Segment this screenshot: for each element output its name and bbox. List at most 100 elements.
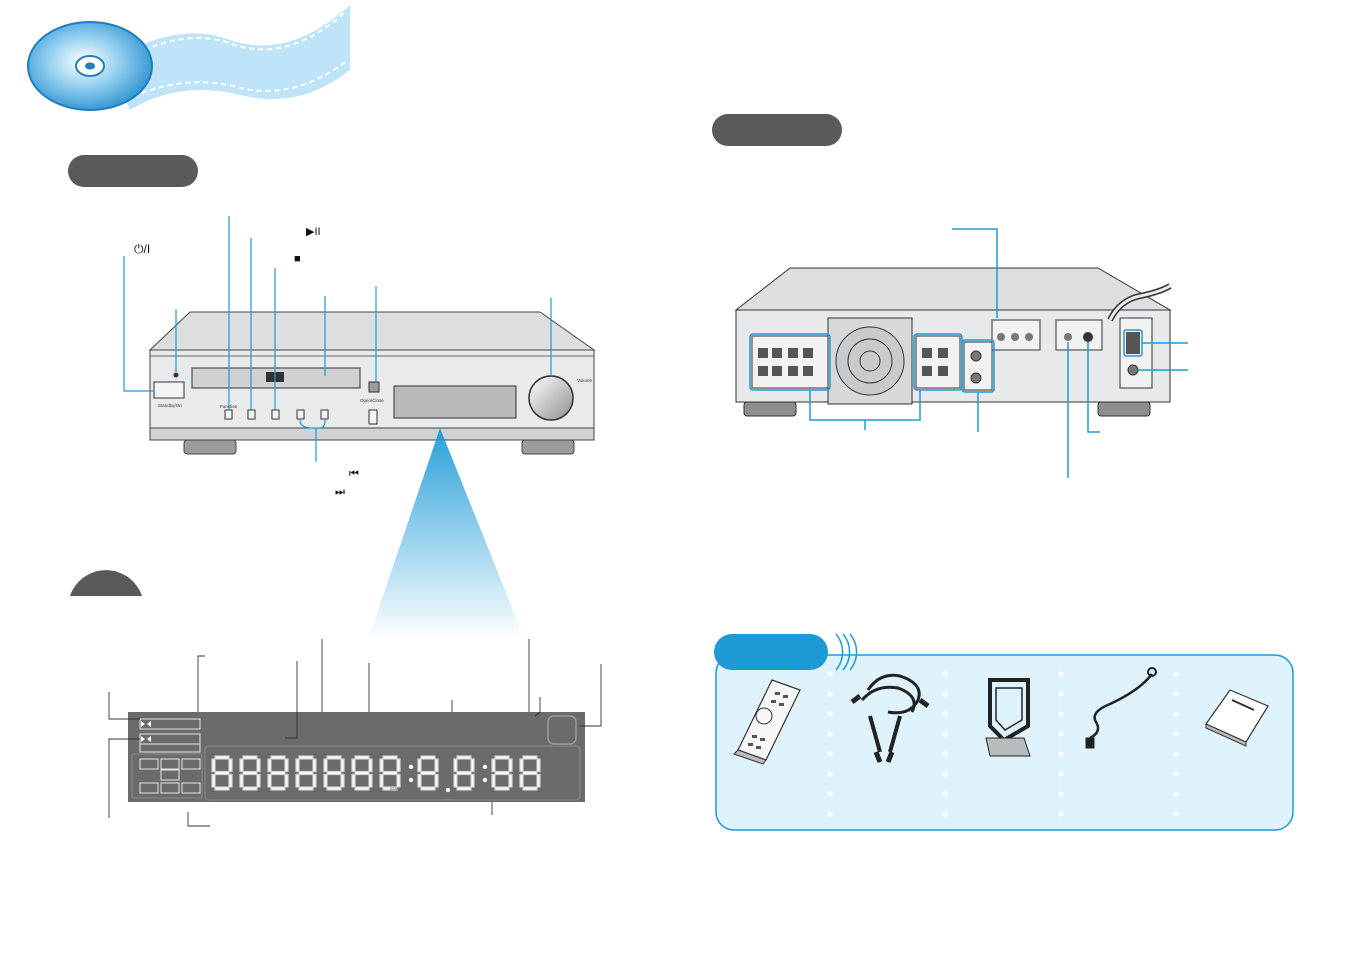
digit-segment (242, 786, 258, 791)
play-pause-symbol: ▶II (306, 226, 321, 238)
power-symbol: ⏻/I (134, 242, 150, 256)
display-pill (70, 570, 142, 596)
digit-segment (298, 755, 314, 760)
seven-segment-digits (211, 755, 541, 793)
digit-segment (312, 758, 317, 773)
digit-segment (420, 786, 436, 791)
digit-segment (214, 770, 230, 776)
av-cable-icon (850, 673, 930, 763)
display-callout-lines (108, 639, 602, 827)
digit-segment (270, 786, 286, 791)
standby-on-button[interactable] (153, 381, 185, 399)
colon-dot (408, 764, 414, 770)
digit-segment (284, 758, 289, 773)
digit-segment (239, 773, 244, 788)
digit-segment (522, 755, 538, 760)
decimal-dot (445, 787, 451, 793)
digit-segment (211, 773, 216, 788)
digit-segment (491, 758, 496, 773)
colon-dot (482, 764, 488, 770)
digit-segment (508, 773, 513, 788)
function-button[interactable] (224, 409, 233, 420)
digit-segment (214, 755, 230, 760)
play-pause-button[interactable] (247, 409, 256, 420)
digit-segment (298, 770, 314, 776)
skip-forward-symbol: ⏭ (335, 486, 345, 498)
digit-segment (267, 773, 272, 788)
digit-segment (351, 758, 356, 773)
digit-segment (379, 758, 384, 773)
open-close-label: Open/Close (360, 398, 384, 403)
digit-segment (522, 786, 538, 791)
header-graphic (27, 5, 350, 111)
digit-segment (228, 773, 233, 788)
digit-segment (536, 773, 541, 788)
digit-segment (522, 770, 538, 776)
standby-on-label: Standby/On (158, 403, 182, 408)
accessories-section (714, 633, 1294, 831)
digit-segment (256, 773, 261, 788)
digit-segment (382, 786, 398, 791)
digit-segment (470, 758, 475, 773)
eject-button[interactable] (368, 409, 378, 425)
front-display: 8888888:8.8:88 (128, 712, 585, 802)
digit-segment (295, 758, 300, 773)
digit-segment (417, 758, 422, 773)
digit-segment (295, 773, 300, 788)
skip-forward-button[interactable] (320, 409, 329, 420)
digit-segment (456, 786, 472, 791)
digit-segment (519, 758, 524, 773)
digit-segment (491, 773, 496, 788)
volume-label: Volume (577, 378, 593, 383)
digit-segment (351, 773, 356, 788)
am-antenna-icon (985, 678, 1031, 757)
digit-segment (434, 758, 439, 773)
digit-segment (326, 755, 342, 760)
digit-segment (396, 758, 401, 773)
manual-icon (1205, 689, 1269, 747)
open-close-button[interactable] (368, 381, 380, 393)
digit-segment (456, 755, 472, 760)
digit-segment (508, 758, 513, 773)
digit-segment (368, 773, 373, 788)
display-beam (368, 428, 525, 640)
volume-knob[interactable] (528, 375, 574, 421)
digit-segment (382, 755, 398, 760)
digit-segment (211, 758, 216, 773)
digit-segment (494, 786, 510, 791)
colon-dot (482, 777, 488, 783)
digit-segment (417, 773, 422, 788)
digit-segment (256, 758, 261, 773)
cooling-fan (835, 326, 905, 396)
digit-segment (326, 770, 342, 776)
digit-segment (242, 755, 258, 760)
digit-segment (267, 758, 272, 773)
display-indicator (547, 715, 577, 745)
digit-segment (420, 755, 436, 760)
digit-segment (270, 770, 286, 776)
accessories-pill (714, 634, 828, 670)
digit-segment (494, 755, 510, 760)
digit-segment (379, 773, 384, 788)
dot-dividers (827, 671, 1179, 817)
digit-segment (434, 773, 439, 788)
stop-button[interactable] (271, 409, 280, 420)
stop-symbol: ■ (294, 253, 301, 265)
standby-indicator (173, 372, 179, 378)
front-panel-device: Standby/On Function Open/Close Volume (148, 311, 596, 455)
digit-segment (396, 773, 401, 788)
digit-segment (456, 770, 472, 776)
digit-segment (453, 758, 458, 773)
rear-panel-device (734, 267, 1172, 417)
front-panel-pill (68, 155, 198, 187)
digit-segment (382, 770, 398, 776)
digit-segment (270, 755, 286, 760)
skip-back-symbol: ⏮ (349, 468, 359, 480)
rear-callout-lines (749, 228, 1188, 478)
digit-segment (354, 755, 370, 760)
skip-back-button[interactable] (296, 409, 305, 420)
digit-segment (323, 773, 328, 788)
digit-segment (340, 773, 345, 788)
